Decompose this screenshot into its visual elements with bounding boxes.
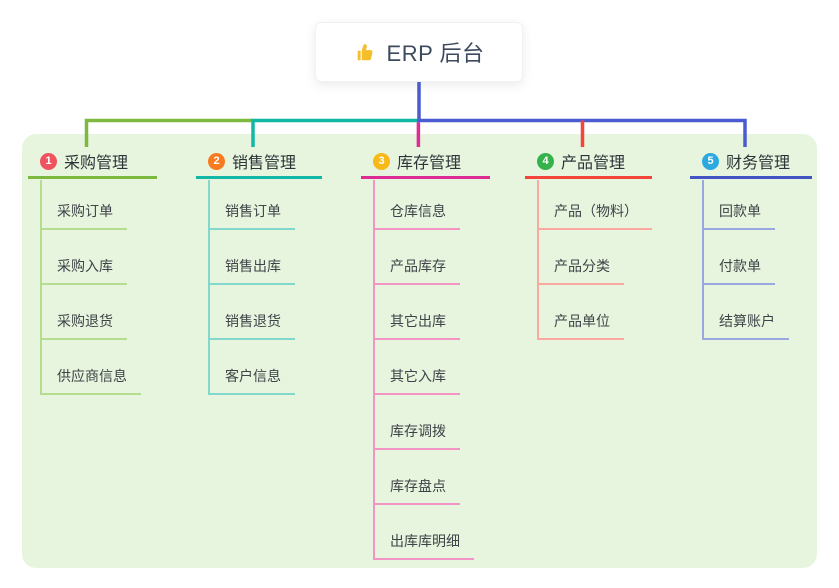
mindmap-panel (22, 134, 817, 568)
child-node[interactable]: 付款单 (704, 230, 775, 285)
child-label: 供应商信息 (57, 367, 127, 384)
child-label: 产品库存 (390, 257, 446, 274)
branch-title: 采购管理 (64, 155, 129, 172)
child-node[interactable]: 库存调拨 (375, 395, 460, 450)
root-title: ERP 后台 (386, 41, 485, 66)
child-label: 客户信息 (225, 367, 281, 384)
branch-header-2[interactable]: 2 销售管理 (196, 146, 322, 179)
branch-title: 产品管理 (561, 155, 626, 172)
child-node[interactable]: 出库库明细 (375, 505, 474, 560)
branch-children: 产品（物料） 产品分类 产品单位 (537, 179, 652, 340)
child-label: 仓库信息 (390, 202, 446, 219)
child-label: 产品（物料） (554, 202, 638, 219)
child-node[interactable]: 采购入库 (42, 230, 127, 285)
branch-number-badge: 4 (537, 152, 554, 170)
child-node[interactable]: 库存盘点 (375, 450, 460, 505)
child-label: 库存调拨 (390, 422, 446, 439)
child-node[interactable]: 回款单 (704, 180, 775, 230)
child-label: 产品单位 (554, 312, 610, 329)
branch-header-5[interactable]: 5 财务管理 (690, 146, 812, 179)
child-node[interactable]: 其它出库 (375, 285, 460, 340)
child-node[interactable]: 产品分类 (539, 230, 624, 285)
root-node[interactable]: ERP 后台 (315, 22, 523, 82)
child-node[interactable]: 销售出库 (210, 230, 295, 285)
child-node[interactable]: 销售退货 (210, 285, 295, 340)
child-node[interactable]: 采购退货 (42, 285, 127, 340)
child-label: 其它入库 (390, 367, 446, 384)
child-label: 产品分类 (554, 257, 610, 274)
child-label: 采购订单 (57, 202, 113, 219)
child-node[interactable]: 其它入库 (375, 340, 460, 395)
branch-children: 回款单 付款单 结算账户 (702, 179, 789, 340)
branch-header-3[interactable]: 3 库存管理 (361, 146, 490, 179)
child-node[interactable]: 产品单位 (539, 285, 624, 340)
child-node[interactable]: 产品（物料） (539, 180, 652, 230)
child-label: 销售出库 (225, 257, 281, 274)
branch-number-badge: 2 (208, 152, 225, 170)
child-label: 库存盘点 (390, 477, 446, 494)
branch-number-badge: 5 (702, 152, 719, 170)
child-label: 销售订单 (225, 202, 281, 219)
branch-title: 库存管理 (397, 155, 462, 172)
branch-title: 销售管理 (232, 155, 297, 172)
branch-header-4[interactable]: 4 产品管理 (525, 146, 652, 179)
child-label: 销售退货 (225, 312, 281, 329)
branch-number-badge: 1 (40, 152, 57, 170)
branch-children: 采购订单 采购入库 采购退货 供应商信息 (40, 179, 141, 395)
child-node[interactable]: 仓库信息 (375, 180, 460, 230)
child-node[interactable]: 销售订单 (210, 180, 295, 230)
branch-children: 销售订单 销售出库 销售退货 客户信息 (208, 179, 295, 395)
child-label: 采购退货 (57, 312, 113, 329)
thumbs-up-icon (357, 44, 372, 61)
child-node[interactable]: 采购订单 (42, 180, 127, 230)
child-node[interactable]: 结算账户 (704, 285, 789, 340)
child-node[interactable]: 产品库存 (375, 230, 460, 285)
child-label: 其它出库 (390, 312, 446, 329)
child-node[interactable]: 客户信息 (210, 340, 295, 395)
branch-header-1[interactable]: 1 采购管理 (28, 146, 157, 179)
child-label: 出库库明细 (390, 532, 460, 549)
child-label: 回款单 (719, 202, 761, 219)
child-label: 付款单 (719, 257, 761, 274)
branch-title: 财务管理 (726, 155, 791, 172)
branch-children: 仓库信息 产品库存 其它出库 其它入库 库存调拨 库存盘点 出库库明细 (373, 179, 474, 560)
child-label: 结算账户 (719, 312, 775, 329)
child-node[interactable]: 供应商信息 (42, 340, 141, 395)
child-label: 采购入库 (57, 257, 113, 274)
branch-number-badge: 3 (373, 152, 390, 170)
